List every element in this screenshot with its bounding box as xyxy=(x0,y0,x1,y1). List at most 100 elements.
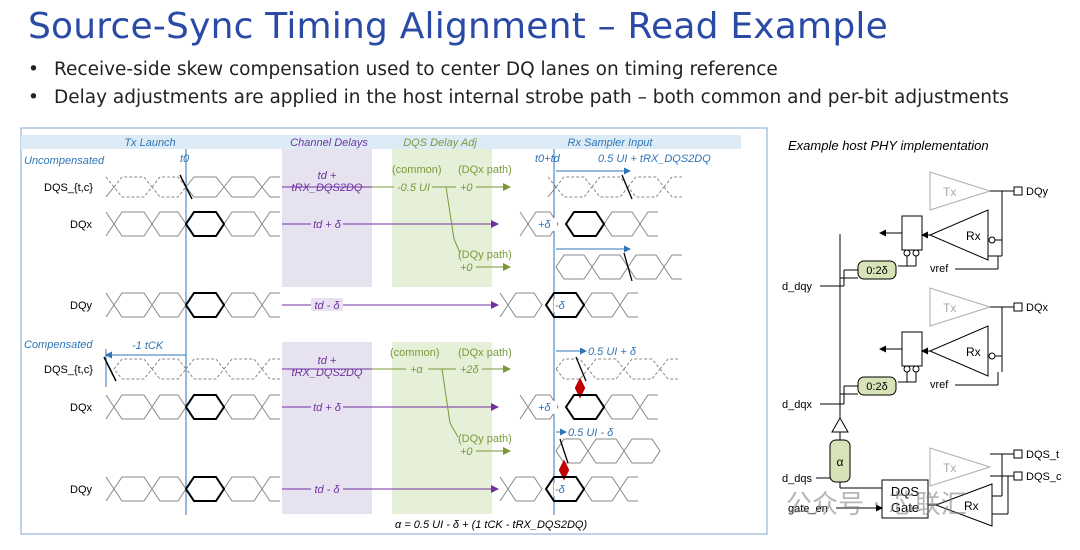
bullet-text: Receive-side skew compensation used to c… xyxy=(54,59,778,80)
common-uncomp: (common) xyxy=(392,164,442,176)
pin-dqy xyxy=(1013,186,1023,196)
sig-dqx-comp: DQx xyxy=(70,402,93,414)
dqy-val-comp: +0 xyxy=(460,446,473,458)
flop-dqy xyxy=(901,215,923,251)
pin-dqs-t xyxy=(1013,449,1023,459)
d-dqs-label: d_dqs xyxy=(782,473,812,485)
dqy-eye-tx-comp xyxy=(184,476,226,502)
tx-label-dqy: Tx xyxy=(943,185,956,199)
waveform-dqs-tx-comp xyxy=(113,358,280,380)
delay-dqx-label: 0:2δ xyxy=(866,381,887,393)
dqs-gate-label2: Gate xyxy=(891,500,919,515)
uncompensated-label: Uncompensated xyxy=(24,155,105,167)
ch-td1-uncomp: td + xyxy=(318,170,337,182)
sig-dqy-uncomp: DQy xyxy=(70,300,93,312)
plus-delta-comp: +δ xyxy=(538,402,551,414)
bullet-text: Delay adjustments are applied in the hos… xyxy=(54,87,1009,108)
alpha-label: α xyxy=(837,455,844,469)
waveform-dqy-tx xyxy=(105,292,280,318)
bullet-item: •Delay adjustments are applied in the ho… xyxy=(28,87,1009,108)
dqx-path-uncomp: (DQx path) xyxy=(458,164,512,176)
minus-delta-uncomp: -δ xyxy=(555,300,566,312)
rx-buffer-dqs xyxy=(934,483,993,527)
ch-dqx-comp: td + δ xyxy=(313,402,342,414)
ui-note-comp1: 0.5 UI + δ xyxy=(588,346,637,358)
waveform-dqy-rx-uncomp xyxy=(499,292,638,318)
pin-dqs-c-label: DQS_c xyxy=(1026,471,1062,483)
dqy-eye-rx-comp xyxy=(544,476,586,502)
ch-dqx-uncomp: td + δ xyxy=(313,219,342,231)
strobe-buffer xyxy=(831,416,849,433)
tx-label-dqx: Tx xyxy=(943,301,956,315)
dqx-eye-rx-comp xyxy=(564,394,606,420)
header-rx: Rx Sampler Input xyxy=(568,137,654,149)
ch-td2-uncomp: tRX_DQS2DQ xyxy=(292,182,363,194)
dqx-val-comp: +2δ xyxy=(460,364,480,376)
slide-title: Source-Sync Timing Alignment – Read Exam… xyxy=(28,6,888,47)
waveform-dqs-tx-solid xyxy=(185,176,280,198)
ui-note-uncomp: 0.5 UI + tRX_DQS2DQ xyxy=(598,153,711,165)
ch-dqy-comp: td - δ xyxy=(314,484,340,496)
dqx-eye-tx xyxy=(184,211,226,237)
dqs-gate xyxy=(881,479,929,519)
dqx-eye-rx-uncomp xyxy=(564,211,606,237)
sig-dqx-uncomp: DQx xyxy=(70,219,93,231)
dqy-eye-rx-uncomp xyxy=(544,292,586,318)
waveform-dqx-tx-comp xyxy=(105,394,280,420)
pin-dqs-c xyxy=(1013,471,1023,481)
dqy-path-comp: (DQy path) xyxy=(458,433,512,445)
common-val-comp: +α xyxy=(410,364,423,376)
waveform-dqx-rx-comp xyxy=(519,394,658,420)
d-dqx-label: d_dqx xyxy=(782,399,812,411)
bullet-list: •Receive-side skew compensation used to … xyxy=(28,58,1009,114)
flop-dqx xyxy=(901,331,923,367)
compensated-label: Compensated xyxy=(24,339,93,351)
ch-dqy-uncomp: td - δ xyxy=(314,300,340,312)
waveform-dqs-rx-uncomp xyxy=(547,176,682,198)
waveform-dqs-rx-comp xyxy=(555,358,678,380)
dqx-eye-tx-comp xyxy=(184,394,226,420)
waveform-dqx-rx-uncomp xyxy=(519,211,658,237)
pin-dqy-label: DQy xyxy=(1026,186,1049,198)
header-channel: Channel Delays xyxy=(290,137,368,149)
alpha-formula: α = 0.5 UI - δ + (1 tCK - tRX_DQS2DQ) xyxy=(395,519,587,531)
watermark: 公众号 · 芯联汇 xyxy=(786,490,967,520)
pin-dqx xyxy=(1013,302,1023,312)
tx-buffer-dqs xyxy=(929,447,992,487)
tck-label: -1 tCK xyxy=(132,340,164,352)
waveform-dqy-rx-comp xyxy=(499,476,638,502)
dqx-path-comp: (DQx path) xyxy=(458,347,512,359)
common-comp: (common) xyxy=(390,347,440,359)
header-dqs-adj: DQS Delay Adj xyxy=(403,137,477,149)
gate-en-label: gate_en xyxy=(788,503,828,515)
waveform-dqs-tx xyxy=(105,176,187,198)
dqy-val-uncomp: +0 xyxy=(460,262,473,274)
header-tx: Tx Launch xyxy=(124,137,175,149)
ch-td2-comp: tRX_DQS2DQ xyxy=(292,367,363,379)
ui-note-comp2: 0.5 UI - δ xyxy=(568,427,614,439)
rx-label-dqx: Rx xyxy=(966,345,981,359)
plus-delta-uncomp: +δ xyxy=(538,219,551,231)
delay-dqy-label: 0:2δ xyxy=(866,265,887,277)
pin-dqx-label: DQx xyxy=(1026,302,1049,314)
d-dqy-label: d_dqy xyxy=(782,281,812,293)
dqx-val-uncomp: +0 xyxy=(460,182,473,194)
dqy-eye-tx xyxy=(184,292,226,318)
minus-delta-comp: -δ xyxy=(555,484,566,496)
bullet-item: •Receive-side skew compensation used to … xyxy=(28,59,778,80)
phy-diagram: Example host PHY implementation Tx DQy R… xyxy=(782,138,1062,527)
header-bar xyxy=(21,135,741,149)
sig-dqs-uncomp: DQS_{t,c} xyxy=(44,182,93,194)
rx-label-dqy: Rx xyxy=(966,229,981,243)
phy-title: Example host PHY implementation xyxy=(788,138,989,153)
tx-buffer-dqx xyxy=(929,287,992,327)
t0-label: t0 xyxy=(180,153,190,165)
dqs-gate-label1: DQS xyxy=(891,484,920,499)
timing-diagram: Tx Launch Channel Delays DQS Delay Adj R… xyxy=(20,127,768,535)
tx-buffer-dqy xyxy=(929,171,992,211)
dqy-path-uncomp: (DQy path) xyxy=(458,249,512,261)
pin-dqs-t-label: DQS_t xyxy=(1026,449,1059,461)
rx-buffer-dqx xyxy=(928,325,989,377)
rx-label-dqs: Rx xyxy=(964,499,979,513)
vref-dqy: vref xyxy=(930,263,949,275)
